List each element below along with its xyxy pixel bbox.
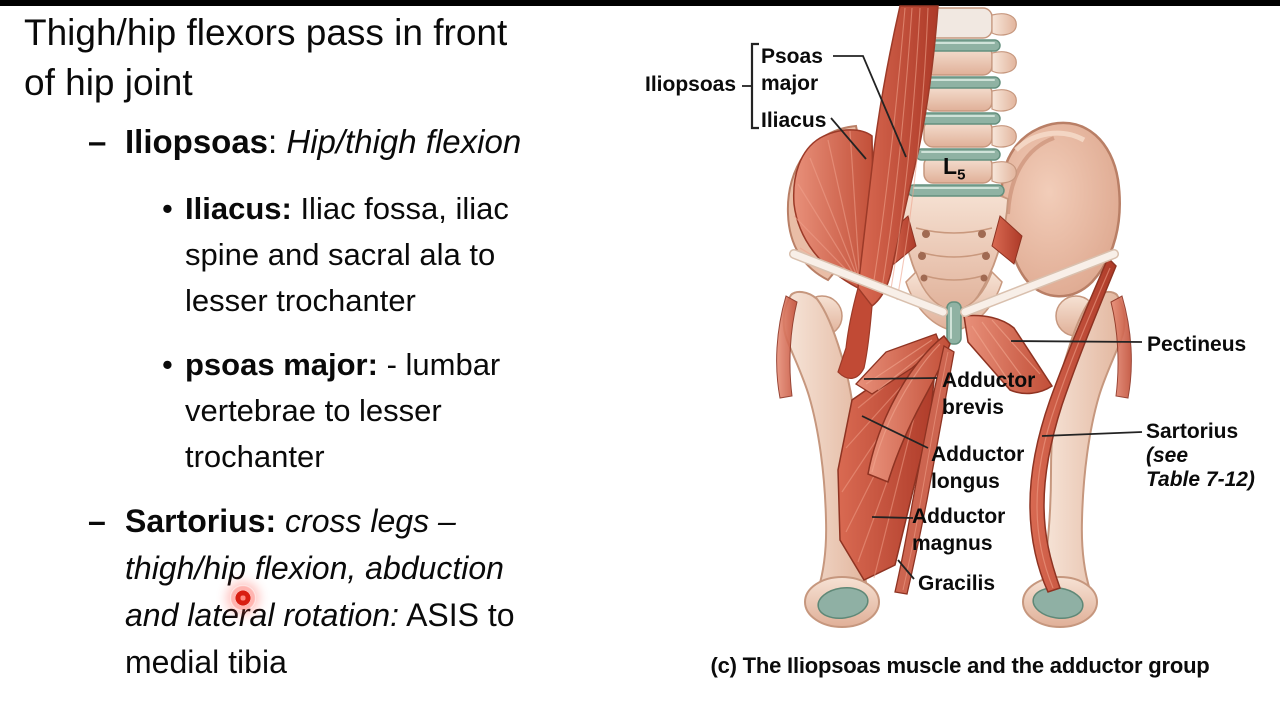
leader-lines <box>742 42 1143 580</box>
bullet-iliacus: • Iliacus: Iliac fossa, iliac spine and … <box>162 186 509 324</box>
sartorius-leader <box>1041 431 1143 437</box>
top-letterbox-bar <box>0 0 1280 6</box>
adductor-brevis-leader <box>863 377 938 380</box>
sartorius-muscle <box>1029 256 1117 593</box>
spine-group <box>907 7 1017 330</box>
bullet-dash-marker: – <box>88 503 106 539</box>
title-line-1: Thigh/hip flexors pass in front <box>24 12 508 53</box>
left-knee-cartilage <box>817 586 869 620</box>
label-pectineus: Pectineus <box>1147 333 1247 356</box>
adductor-longus-muscle <box>867 334 951 483</box>
bullet-sartorius: – Sartorius: cross legs – thigh/hip flex… <box>88 498 515 686</box>
label-adductor-brevis: Adductor brevis <box>942 369 1036 419</box>
bullet-text: Iliopsoas: Hip/thigh flexion <box>125 123 522 160</box>
figure-caption: (c) The Iliopsoas muscle and the adducto… <box>710 653 1210 678</box>
page-title: Thigh/hip flexors pass in front of hip j… <box>24 8 507 108</box>
psoas-major-leader <box>833 55 907 158</box>
pectineus-muscle <box>963 314 1054 395</box>
gracilis-leader <box>897 559 915 580</box>
pubic-symphysis <box>946 301 962 345</box>
adductor-longus-leader <box>861 415 929 449</box>
bullet-dot-marker: • <box>162 191 173 226</box>
laser-pointer-dot <box>230 585 256 611</box>
label-adductor-longus: Adductor longus <box>931 443 1025 493</box>
iliacus-leader <box>830 117 867 160</box>
sacrum-group <box>885 188 1023 317</box>
iliopsoas-bracket <box>750 42 759 130</box>
adductor-magnus-leader <box>871 516 914 519</box>
bullet-text: psoas major: - lumbar vertebrae to lesse… <box>185 347 501 474</box>
pectineus-leader <box>1010 340 1143 343</box>
bullet-text: Sartorius: cross legs – thigh/hip flexio… <box>125 503 515 680</box>
label-sartorius: Sartorius (see Table 7-12) <box>1146 420 1255 491</box>
inguinal-ligaments <box>789 249 1119 317</box>
label-iliopsoas: Iliopsoas <box>645 73 737 96</box>
label-psoas-major: Psoas major <box>761 45 823 95</box>
bullet-dot-marker: • <box>162 347 173 382</box>
label-iliacus: Iliacus <box>761 109 827 132</box>
bullet-iliopsoas: – Iliopsoas: Hip/thigh flexion <box>88 122 521 162</box>
psoas-major-muscle <box>837 5 939 379</box>
bullet-text: Iliacus: Iliac fossa, iliac spine and sa… <box>185 191 509 318</box>
label-adductor-magnus: Adductor magnus <box>912 505 1006 555</box>
title-line-2: of hip joint <box>24 62 193 103</box>
label-l5-vertebra: L5 <box>943 153 966 184</box>
intervertebral-discs <box>907 39 1005 197</box>
bullet-dash-marker: – <box>88 123 107 160</box>
bullet-psoas-major: • psoas major: - lumbar vertebrae to les… <box>162 342 500 480</box>
label-gracilis: Gracilis <box>918 572 996 595</box>
